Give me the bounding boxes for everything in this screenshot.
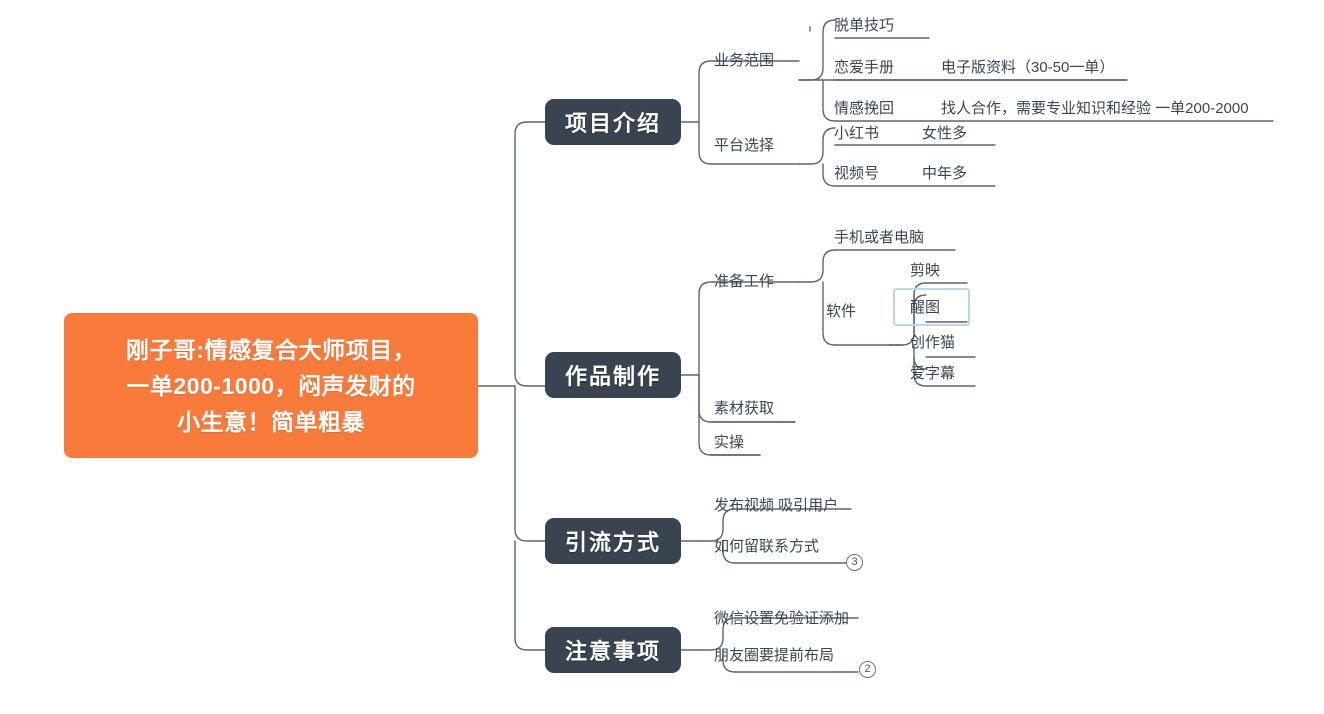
leaf-contact-method[interactable]: 如何留联系方式 xyxy=(714,538,820,555)
leaf-software[interactable]: 软件 xyxy=(826,303,857,320)
selection-highlight-xingtu[interactable] xyxy=(893,288,970,326)
badge-count-two: 2 xyxy=(859,661,876,678)
leaf-material-acquisition[interactable]: 素材获取 xyxy=(714,400,775,417)
branch-label: 项目介绍 xyxy=(564,111,661,136)
root-line-3: 小生意！简单粗暴 xyxy=(176,408,365,435)
leaf-emotional-recovery[interactable]: 情感挽回 xyxy=(834,100,895,117)
root-line-2: 一单200-1000，闷声发财的 xyxy=(126,372,416,399)
leaf-love-handbook[interactable]: 恋爱手册 xyxy=(834,59,895,76)
leaf-chuangzuomao[interactable]: 创作猫 xyxy=(910,334,956,351)
leaf-xiaohongshu-detail[interactable]: 女性多 xyxy=(922,125,968,142)
root-line-1: 刚子哥:情感复合大师项目， xyxy=(125,336,417,363)
leaf-shipinhao-detail[interactable]: 中年多 xyxy=(922,165,968,182)
leaf-jianying[interactable]: 剪映 xyxy=(910,262,941,279)
branch-node-traffic-method[interactable]: 引流方式 xyxy=(545,518,681,564)
leaf-preparation[interactable]: 准备工作 xyxy=(714,273,775,290)
leaf-aizimu[interactable]: 爱字幕 xyxy=(910,365,956,382)
leaf-love-handbook-detail[interactable]: 电子版资料（30-50一单） xyxy=(941,59,1115,76)
leaf-wechat-no-verify[interactable]: 微信设置免验证添加 xyxy=(714,610,850,627)
branch-node-precautions[interactable]: 注意事项 xyxy=(545,627,681,673)
branch-node-project-intro[interactable]: 项目介绍 xyxy=(545,99,681,145)
leaf-shipinhao[interactable]: 视频号 xyxy=(834,165,880,182)
leaf-business-scope[interactable]: 业务范围 xyxy=(714,52,775,69)
badge-count-three: 3 xyxy=(846,554,863,571)
leaf-xingtu[interactable]: 醒图 xyxy=(910,299,941,316)
leaf-moments-layout[interactable]: 朋友圈要提前布局 xyxy=(714,647,835,664)
branch-node-content-production[interactable]: 作品制作 xyxy=(545,352,681,398)
leaf-xiaohongshu[interactable]: 小红书 xyxy=(834,125,880,142)
branch-label: 引流方式 xyxy=(564,530,661,555)
leaf-emotional-recovery-detail[interactable]: 找人合作，需要专业知识和经验 一单200-2000 xyxy=(941,100,1249,117)
leaf-phone-or-computer[interactable]: 手机或者电脑 xyxy=(834,229,925,246)
root-node[interactable]: 刚子哥:情感复合大师项目， 一单200-1000，闷声发财的 小生意！简单粗暴 xyxy=(64,313,478,458)
leaf-practice[interactable]: 实操 xyxy=(714,434,745,451)
leaf-platform-choice[interactable]: 平台选择 xyxy=(714,137,775,154)
branch-label: 注意事项 xyxy=(564,639,661,664)
branch-label: 作品制作 xyxy=(564,364,661,389)
leaf-single-tips[interactable]: 脱单技巧 xyxy=(834,17,895,34)
leaf-publish-video[interactable]: 发布视频 吸引用户 xyxy=(714,497,839,514)
